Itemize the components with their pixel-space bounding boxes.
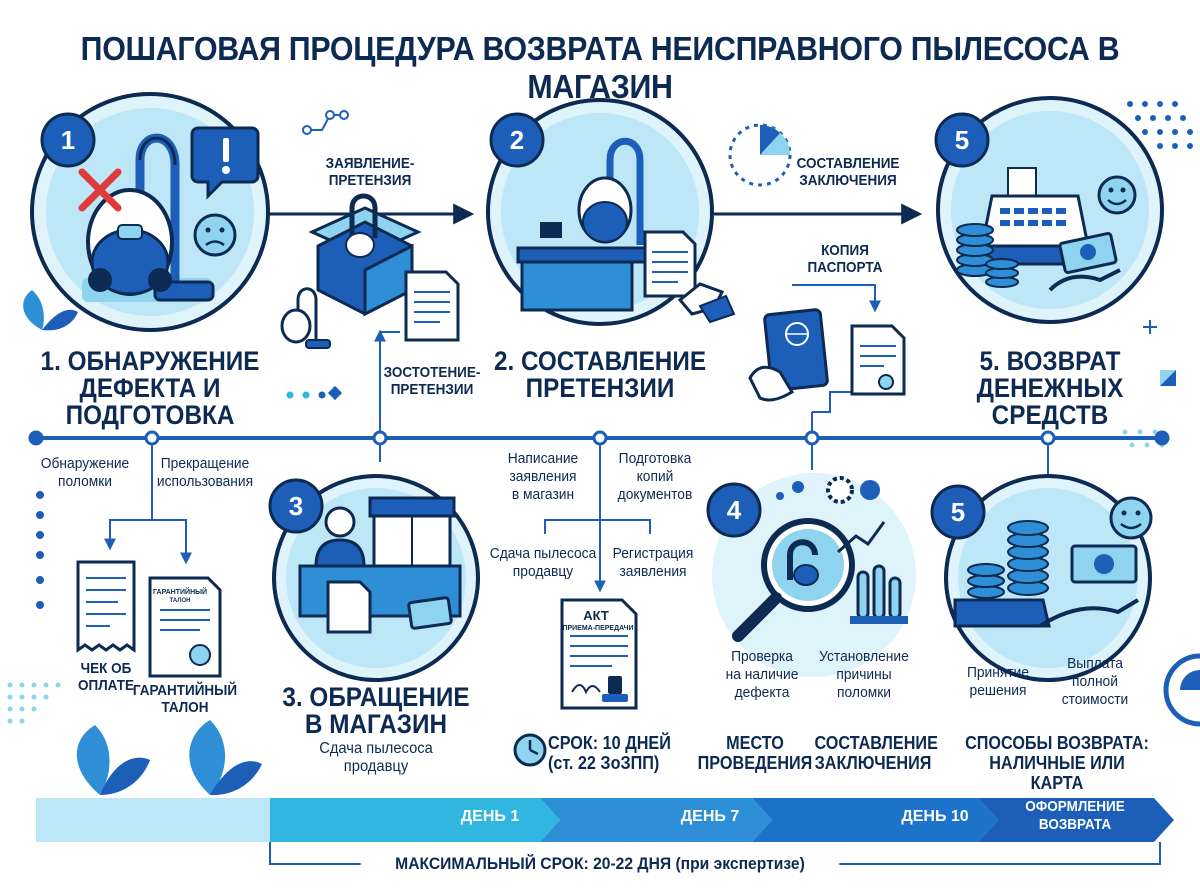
max-term-label: МАКСИМАЛЬНЫЙ СРОК: 20-22 ДНЯ (при экспер…: [360, 854, 840, 874]
hand-over-caption: Сдача пылесоса продавцу: [489, 545, 597, 580]
step4-badge: 4: [727, 495, 742, 525]
check-defect-caption: Проверка на наличие дефекта: [725, 648, 799, 701]
full-payment-caption: Выплата полной стоимости: [1061, 655, 1129, 708]
claim-box-label: ЗАЯВЛЕНИЕ- ПРЕТЕНЗИЯ: [325, 155, 415, 189]
act-document-illustration: [560, 598, 638, 710]
step3-subtitle: Сдача пылесоса продавцу: [319, 740, 433, 775]
step3-illustration: [272, 474, 480, 682]
refund-methods-label: СПОСОБЫ ВОЗВРАТА: НАЛИЧНЫЕ ИЛИ КАРТА: [965, 733, 1149, 793]
register-claim-caption: Регистрация заявления: [612, 545, 694, 580]
step1-title: 1. ОБНАРУЖЕНИЕ ДЕФЕКТА И ПОДГОТОВКА: [40, 346, 260, 430]
receipt-illustration: [76, 560, 136, 653]
passport-illustration: [748, 308, 906, 402]
decor-corner-circle: [1163, 653, 1200, 727]
venue-label: МЕСТО ПРОВЕДЕНИЯ: [697, 733, 813, 773]
act-doc-title: АКТ: [583, 608, 609, 623]
step3-badge: 3: [289, 491, 303, 521]
passport-copy-label: КОПИЯ ПАСПОРТА: [807, 242, 883, 276]
clock-icon: [513, 733, 547, 767]
deadline-label: СРОК: 10 ДНЕЙ (ст. 22 ЗоЗПП): [548, 733, 671, 773]
step5-top-badge: 5: [955, 125, 969, 155]
stop-use-caption: Прекращение использования: [156, 455, 254, 490]
page-title: ПОШАГОВАЯ ПРОЦЕДУРА ВОЗВРАТА НЕИСПРАВНОГ…: [80, 30, 1120, 105]
prepare-copies-caption: Подготовка копий документов: [617, 450, 693, 503]
leaf-decoration-left: [23, 290, 78, 331]
timeline-ribbon: [36, 798, 1174, 842]
step3-title: 3. ОБРАЩЕНИЕ В МАГАЗИН: [282, 682, 470, 739]
find-cause-caption: Установление причины поломки: [819, 648, 909, 701]
timeline-day-10: ДЕНЬ 10: [901, 808, 969, 825]
step4-illustration: [712, 473, 916, 677]
write-claim-caption: Написание заявления в магазин: [507, 450, 579, 503]
step2-badge: 2: [510, 125, 524, 155]
decor-dots-bottom-left: [7, 682, 61, 724]
warranty-illustration: [148, 576, 222, 678]
step5-bottom-badge: 5: [951, 497, 965, 527]
timeline-day-7: ДЕНЬ 7: [680, 808, 740, 825]
decor-dots-row-left: [286, 385, 343, 401]
step5-bottom-illustration: [944, 474, 1153, 682]
claim-doc-label: ЗОСТОТЕНИЕ- ПРЕТЕНЗИИ: [383, 364, 481, 398]
step5-top-illustration: [936, 96, 1164, 324]
decision-caption: Принятие решения: [966, 664, 1030, 699]
step1-badge: 1: [61, 125, 75, 155]
decor-pie-clock: [728, 123, 792, 187]
act-doc-subtitle: ПРИЕМА-ПЕРЕДАЧИ: [562, 625, 633, 632]
decor-dots-left: [36, 491, 44, 609]
timeline-day-1: ДЕНЬ 1: [460, 808, 520, 825]
defect-found-caption: Обнаружение поломки: [40, 455, 130, 490]
claim-box-illustration: [280, 193, 460, 349]
plants-bottom-left: [76, 720, 262, 796]
decor-sparkle: [1143, 320, 1176, 386]
warranty-doc-text-2: ТАЛОН: [170, 598, 191, 604]
timeline-final-step: ОФОРМЛЕНИЕ ВОЗВРАТА: [1025, 798, 1125, 833]
conclusion-bottom-label: СОСТАВЛЕНИЕ ЗАКЛЮЧЕНИЯ: [814, 733, 938, 773]
step5-title: 5. ВОЗВРАТ ДЕНЕЖНЫХ СРЕДСТВ: [976, 346, 1124, 430]
decor-dots-top-right: [1127, 101, 1193, 149]
warranty-caption: ГАРАНТИЙНЫЙ ТАЛОН: [132, 682, 238, 716]
step2-title: 2. СОСТАВЛЕНИЕ ПРЕТЕНЗИИ: [493, 346, 707, 403]
receipt-caption: ЧЕК ОБ ОПЛАТЕ: [77, 660, 134, 694]
decor-dots-right: [1122, 429, 1165, 448]
warranty-doc-text-1: ГАРАНТИЙНЫЙ: [153, 587, 207, 596]
step-badges: [40, 112, 990, 540]
step2-illustration: [486, 98, 736, 326]
conclusion-top-label: СОСТАВЛЕНИЕ ЗАКЛЮЧЕНИЯ: [796, 155, 900, 189]
